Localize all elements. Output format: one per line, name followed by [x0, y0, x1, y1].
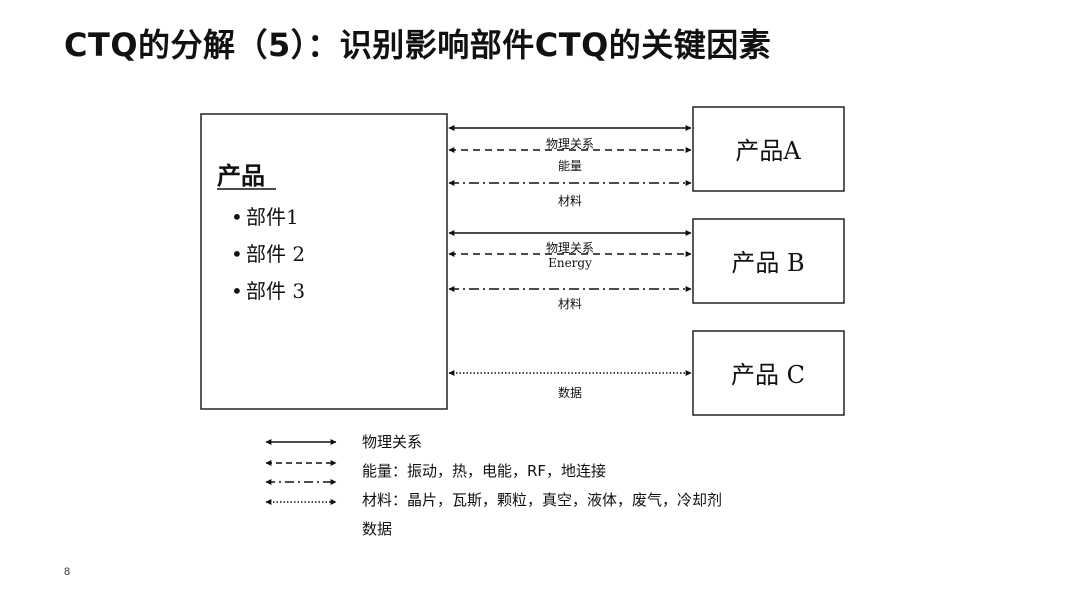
- product-c-label: 产品 C: [731, 361, 805, 389]
- energy-link-a-label: 能量: [558, 159, 582, 173]
- page-number: 8: [64, 566, 71, 578]
- material-link-b-label: 材料: [558, 297, 582, 311]
- part-item: 部件1: [246, 205, 299, 229]
- product-b-label: 产品 B: [731, 249, 804, 277]
- legend-item: 物理关系: [362, 433, 422, 451]
- physical-link-b-label: 物理关系: [546, 241, 594, 255]
- main-product-heading: 产品: [217, 161, 265, 190]
- legend: 物理关系 能量：振动，热，电能，RF，地连接 材料：晶片，瓦斯，颗粒，真空，液体…: [265, 433, 722, 538]
- legend-item: 材料：晶片，瓦斯，颗粒，真空，液体，废气，冷却剂: [362, 491, 722, 509]
- data-link-c-label: 数据: [558, 385, 582, 400]
- material-link-a-label: 材料: [558, 194, 582, 208]
- energy-link-b-label: Energy: [548, 256, 592, 270]
- part-item: 部件 3: [246, 279, 305, 303]
- part-list: • 部件1 • 部件 2 • 部件 3: [231, 205, 305, 303]
- main-product-box: [200, 113, 448, 410]
- part-item: 部件 2: [246, 242, 305, 266]
- legend-item: 数据: [362, 520, 392, 538]
- legend-item: 能量：振动，热，电能，RF，地连接: [362, 462, 606, 480]
- product-a-box: [692, 106, 845, 192]
- product-a-label: 产品A: [735, 137, 801, 165]
- part-bullet-icon: •: [231, 205, 243, 229]
- part-bullet-icon: •: [231, 279, 243, 303]
- part-bullet-icon: •: [231, 242, 243, 266]
- physical-link-a-label: 物理关系: [546, 137, 594, 151]
- product-c-box: [692, 330, 845, 416]
- product-b-box: [692, 218, 845, 304]
- page-title: CTQ的分解（5）：识别影响部件CTQ的关键因素: [64, 26, 772, 64]
